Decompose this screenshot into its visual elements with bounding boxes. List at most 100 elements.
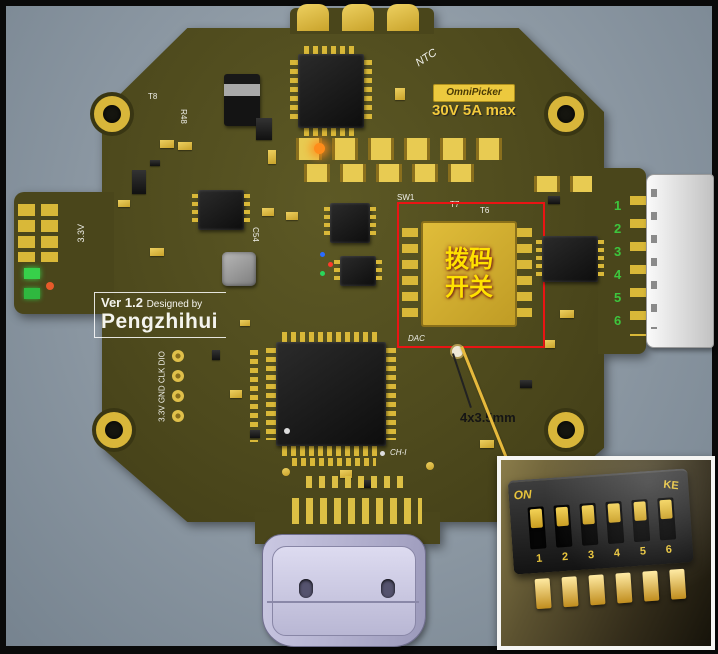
mcu-pins: [386, 348, 396, 440]
smd-component: [268, 150, 276, 164]
usb-pad-row: [306, 476, 406, 488]
smd-component: [160, 140, 174, 148]
version-label: Ver 1.2: [101, 295, 143, 310]
solder-pad-grid: [18, 204, 64, 262]
red-led: [328, 262, 333, 267]
dip-side-pads: [516, 228, 532, 320]
mcu-chip: [276, 342, 386, 446]
usb-c-hole: [299, 579, 313, 598]
tantalum-capacitor: [224, 74, 260, 126]
smd-component: [256, 118, 272, 140]
smd-component: [240, 320, 250, 326]
dip-label-line2: 开关: [445, 274, 493, 301]
ic-pins: [304, 46, 358, 54]
smd-component: [520, 380, 532, 388]
usb-c-seam: [267, 601, 419, 603]
smd-component: [545, 340, 555, 348]
silkscreen-dac: DAC: [408, 334, 425, 343]
inductor: [222, 252, 256, 286]
usb-c-hole: [381, 579, 395, 598]
smd-component: [548, 196, 560, 204]
silkscreen-ch1: CH-I: [390, 448, 407, 457]
silkscreen-t8: T8: [148, 92, 158, 101]
mid-ic: [334, 256, 382, 286]
green-led: [320, 271, 325, 276]
top-ic: [298, 54, 364, 128]
silkscreen-credit: Ver 1.2 Designed by Pengzhihui: [94, 292, 226, 338]
smd-component: [230, 390, 242, 398]
photo-gloss: [501, 460, 711, 646]
silkscreen-t6: T6: [480, 206, 490, 215]
power-rating-label: 30V 5A max: [432, 102, 516, 119]
pin-number-6: 6: [614, 313, 622, 328]
smd-component: [150, 248, 164, 256]
jst-connector-slots: [651, 189, 657, 329]
blue-led: [320, 252, 325, 257]
pin-number-1: 1: [614, 198, 622, 213]
regulator-ic: [192, 190, 250, 230]
pin-number-3: 3: [614, 244, 622, 259]
ic-pins: [304, 128, 358, 136]
pad-row: [292, 458, 376, 466]
smd-component: [395, 88, 405, 100]
green-led: [24, 268, 40, 279]
silkscreen-dot: [380, 451, 385, 456]
gold-tab: [342, 4, 374, 31]
dip-label-line1: 拨码: [445, 246, 493, 274]
smd-component: [250, 430, 260, 438]
smd-component: [150, 160, 160, 166]
smd-component: [480, 440, 494, 448]
dip-side-pads: [402, 228, 418, 320]
right-ic: [536, 236, 604, 282]
ic-pins: [364, 60, 372, 122]
ic-pins: [290, 60, 298, 122]
jst-connector: [646, 174, 714, 348]
test-pad: [172, 370, 184, 382]
gold-tab: [387, 4, 419, 31]
inset-photo: ON KE 1 2 3 4 5 6: [501, 460, 711, 646]
smd-component: [262, 208, 274, 216]
pin-number-4: 4: [614, 267, 622, 282]
test-pad: [172, 410, 184, 422]
mcu-pins: [266, 348, 276, 440]
test-pad: [426, 462, 434, 470]
smd-component: [212, 350, 220, 360]
test-pad: [172, 390, 184, 402]
dip-switch-inset: ON KE 1 2 3 4 5 6: [497, 456, 715, 650]
gold-tab: [297, 4, 329, 31]
dip-switch-top: 拨码 开关: [421, 221, 517, 327]
pad-column: [250, 350, 258, 442]
orange-led: [314, 143, 325, 154]
green-led: [24, 288, 40, 299]
capacitor-bank: [534, 176, 592, 192]
smd-component: [132, 170, 146, 194]
designer-name: Pengzhihui: [101, 310, 218, 333]
mounting-hole: [548, 412, 584, 448]
mounting-hole: [94, 96, 130, 132]
designed-by-label: Designed by: [146, 299, 203, 310]
silkscreen-r48: R48: [178, 109, 188, 124]
brand-badge: OmniPicker: [433, 84, 515, 102]
dip-highlight-box: [397, 202, 545, 348]
test-pad: [172, 350, 184, 362]
capacitor-bank: [304, 164, 474, 182]
mounting-hole: [96, 412, 132, 448]
usb-pad-row: [292, 498, 422, 524]
smd-component: [286, 212, 298, 220]
mcu-pins: [282, 446, 380, 456]
smd-component: [178, 142, 192, 150]
mcu-pin1-marker: [284, 428, 290, 434]
silkscreen-sw1: SW1: [397, 193, 415, 202]
silkscreen-t7: T7: [450, 200, 460, 209]
capacitor-bank: [296, 138, 502, 160]
smd-component: [118, 200, 130, 207]
mcu-pins: [282, 332, 380, 342]
smd-component: [560, 310, 574, 318]
silkscreen-debug-pads: 3.3V GND CLK DIO: [157, 351, 167, 422]
usb-c-connector: [262, 534, 426, 647]
connector-solder-pins: [630, 196, 648, 336]
silkscreen-3v3: 3.3V: [76, 224, 86, 243]
test-pad: [282, 468, 290, 476]
pin-number-2: 2: [614, 221, 622, 236]
